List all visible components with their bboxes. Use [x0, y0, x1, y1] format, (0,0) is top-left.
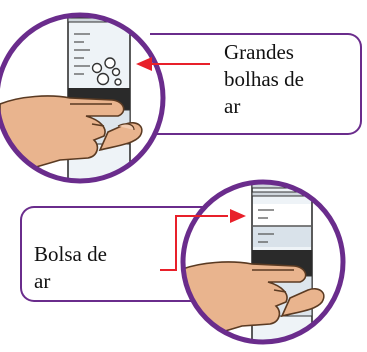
label-large-bubbles: Grandes bolhas de ar — [224, 39, 354, 120]
top-circle-frame — [0, 12, 166, 184]
large-air-bubbles — [91, 57, 122, 86]
callout-box-large-bubbles — [150, 33, 362, 135]
label-air-pocket-line-2: ar — [34, 269, 51, 293]
hand-top — [0, 95, 143, 177]
label-air-pocket-line-1: Bolsa de — [34, 242, 107, 266]
label-large-bubbles-line-3: ar — [224, 94, 241, 118]
label-large-bubbles-line-1: Grandes — [224, 40, 294, 64]
bottom-circle-frame — [180, 179, 346, 345]
arrow-air-pocket — [160, 209, 246, 271]
bottom-magnified-view — [183, 182, 343, 342]
label-air-pocket: Bolsa de ar — [34, 241, 154, 295]
label-large-bubbles-line-2: bolhas de — [224, 67, 304, 91]
arrow-large-bubbles — [136, 57, 210, 71]
top-magnified-view — [0, 15, 163, 181]
